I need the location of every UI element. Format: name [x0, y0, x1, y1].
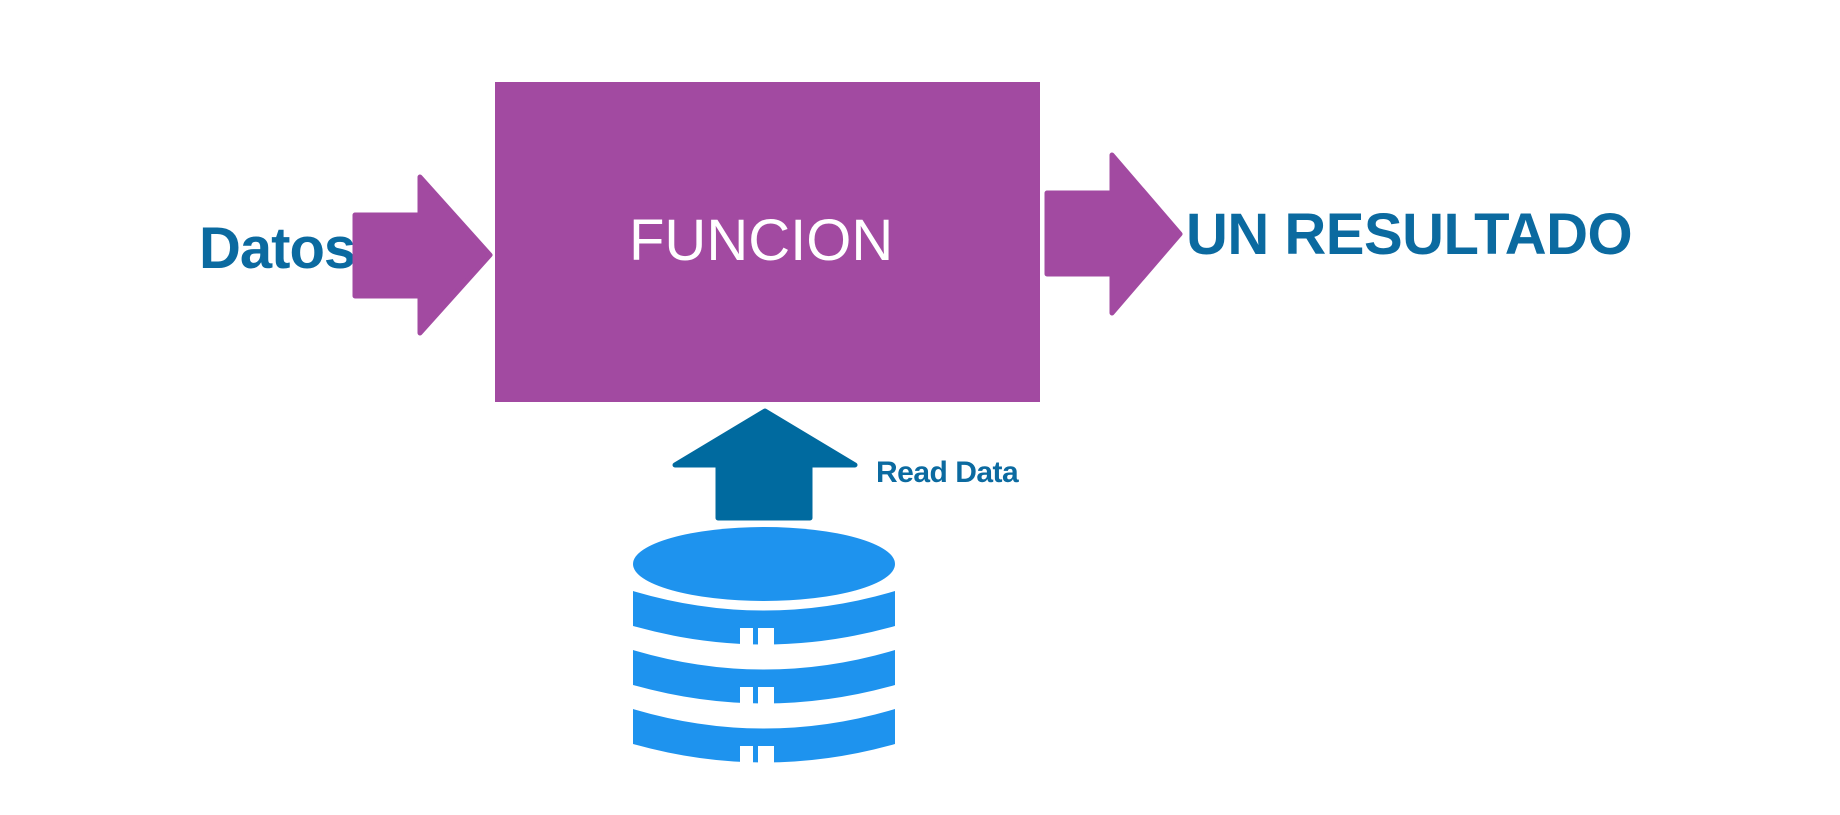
read-data-label: Read Data: [876, 456, 1019, 489]
output-label: UN RESULTADO: [1186, 202, 1633, 267]
function-box: FUNCION: [495, 82, 1040, 402]
function-label: FUNCION: [629, 208, 894, 273]
input-label: Datos: [199, 216, 356, 281]
